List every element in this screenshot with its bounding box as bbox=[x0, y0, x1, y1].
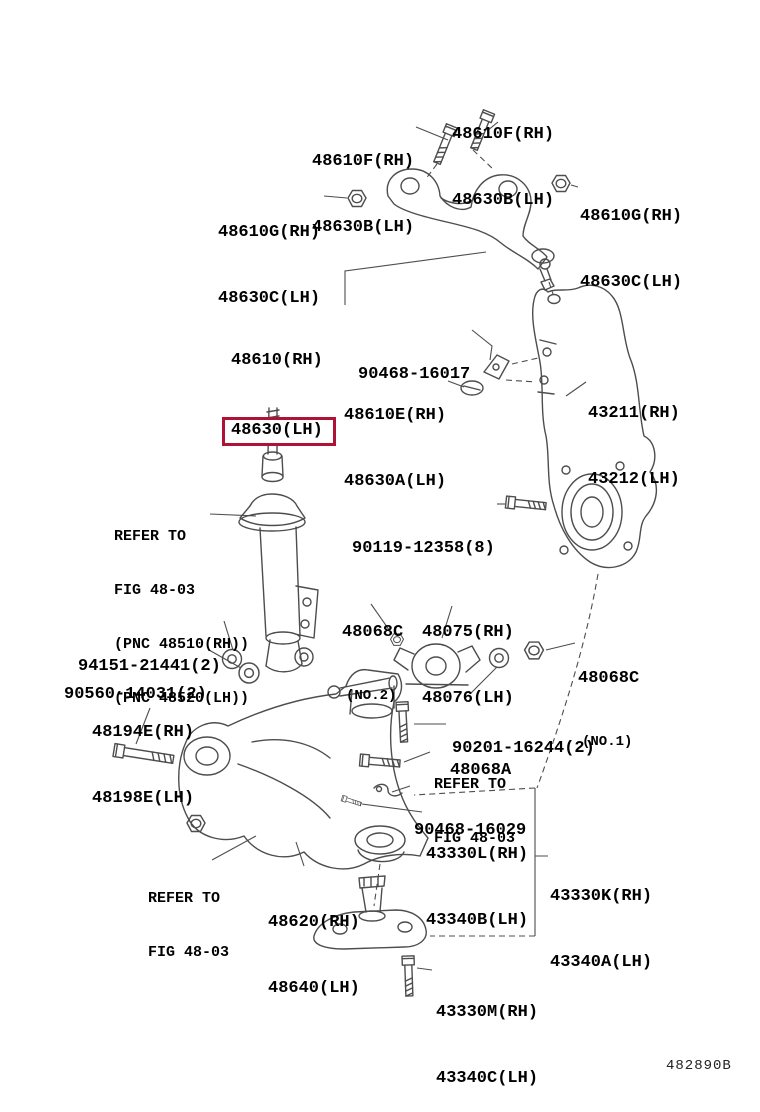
part-label-90560-14031[interactable]: 90560-14031(2) bbox=[64, 640, 207, 750]
note-line: FIG 48-03 bbox=[114, 582, 196, 599]
part-label-43330l-43340b[interactable]: 43330L(RH) 43340B(LH) bbox=[426, 800, 528, 976]
part-number: 48075(RH) bbox=[422, 623, 514, 642]
part-number: 48610E(RH) bbox=[344, 406, 447, 425]
note-refer-fig-48-03-mid: REFER TO FIG 48-03 bbox=[434, 740, 515, 884]
note-line: REFER TO bbox=[148, 890, 221, 907]
upper-control-arm-drawing bbox=[386, 168, 555, 291]
dashed-links bbox=[373, 149, 599, 937]
part-label-48610f-48630b-a[interactable]: 48610F(RH) 48630B(LH) bbox=[452, 80, 554, 256]
part-label-48075-48076[interactable]: 48075(RH) 48076(LH) bbox=[422, 578, 514, 754]
part-label-43330m-43340c[interactable]: 43330M(RH) 43340C(LH) bbox=[436, 958, 538, 1112]
part-number: 48630C(LH) bbox=[580, 273, 683, 292]
part-number: 43211(RH) bbox=[588, 404, 680, 423]
selected-part-highlight-box: 48630(LH) bbox=[222, 417, 336, 446]
lower-control-arm-drawing bbox=[178, 668, 429, 870]
part-label-90468-16029[interactable]: 90468-16029 bbox=[414, 776, 526, 886]
part-label-48620-48640[interactable]: 48620(RH) 48640(LH) bbox=[268, 868, 360, 1044]
note-line: FIG 48-03 bbox=[148, 944, 230, 961]
part-label-48194e-48198e[interactable]: 48194E(RH) 48198E(LH) bbox=[92, 678, 194, 854]
part-number: 90468-16017 bbox=[358, 365, 471, 384]
part-number: 48630B(LH) bbox=[452, 191, 555, 210]
part-number: 48068C bbox=[342, 623, 404, 642]
part-label-43211-43212[interactable]: 43211(RH) 43212(LH) bbox=[588, 359, 680, 535]
part-number: 48620(RH) bbox=[268, 913, 360, 932]
note-line: FIG 48-03 bbox=[434, 830, 516, 847]
part-number: 48610(RH) bbox=[231, 351, 323, 370]
part-number: 48640(LH) bbox=[268, 979, 360, 998]
part-number: 90468-16029 bbox=[414, 821, 527, 840]
part-label-48610f-48630b-b[interactable]: 48610F(RH) 48630B(LH) bbox=[312, 107, 414, 283]
note-refer-fig-48-03-strut: REFER TO FIG 48-03 (PNC 48510(RH)) (PNC … bbox=[114, 492, 249, 744]
part-number: 48630B(LH) bbox=[312, 218, 415, 237]
part-number: 48610G(RH) bbox=[580, 207, 683, 226]
part-number: 48610F(RH) bbox=[452, 125, 555, 144]
part-number: 90119-12358(8) bbox=[352, 539, 495, 558]
note-line: (PNC 48510(RH)) bbox=[114, 636, 250, 653]
part-number-qualifier: (NO.1) bbox=[582, 734, 633, 750]
part-number: 43340B(LH) bbox=[426, 911, 529, 930]
part-number: 48610G(RH) bbox=[218, 223, 321, 242]
part-label-48068c-no1[interactable]: 48068C (NO.1) bbox=[578, 624, 639, 795]
part-number: 43340A(LH) bbox=[550, 953, 653, 972]
leader-lines bbox=[135, 121, 587, 971]
strut-drawing bbox=[238, 407, 319, 673]
part-number: 43330K(RH) bbox=[550, 887, 653, 906]
part-label-90119-12358[interactable]: 90119-12358(8) bbox=[352, 494, 495, 604]
part-number-qualifier: (NO.2) bbox=[346, 688, 397, 704]
part-number: 48076(LH) bbox=[422, 689, 514, 708]
part-number: 48610F(RH) bbox=[312, 152, 415, 171]
part-number: 48068A bbox=[450, 761, 512, 780]
part-label-48068c-no2[interactable]: 48068C (NO.2) bbox=[342, 578, 403, 749]
note-line: REFER TO bbox=[434, 776, 507, 793]
part-label-48610e-48630a[interactable]: 48610E(RH) 48630A(LH) bbox=[344, 361, 446, 537]
lower-ball-joint-drawing bbox=[313, 875, 427, 950]
part-number: 94151-21441(2) bbox=[78, 657, 221, 676]
note-refer-fig-48-03-lower: REFER TO FIG 48-03 bbox=[148, 854, 229, 998]
bushing-bracket-drawing bbox=[393, 643, 481, 689]
part-label-43330k-43340a[interactable]: 43330K(RH) 43340A(LH) bbox=[550, 842, 652, 1018]
part-label-90201-16244[interactable]: 90201-16244(2) bbox=[452, 694, 595, 804]
part-label-48610-48630-selected[interactable]: 48610(RH) 48630(LH) bbox=[222, 306, 336, 490]
part-number: 43212(LH) bbox=[588, 470, 680, 489]
part-label-48610g-48630c-right[interactable]: 48610G(RH) 48630C(LH) bbox=[580, 162, 682, 338]
sensor-bracket-drawing bbox=[460, 354, 510, 396]
part-number: 48630C(LH) bbox=[218, 289, 321, 308]
part-number: 43340C(LH) bbox=[436, 1069, 539, 1088]
part-label-90468-16017[interactable]: 90468-16017 bbox=[358, 320, 470, 430]
part-number: 48630A(LH) bbox=[344, 472, 447, 491]
part-number: 48068C bbox=[578, 669, 640, 688]
part-number: 90201-16244(2) bbox=[452, 739, 595, 758]
part-number: 90560-14031(2) bbox=[64, 685, 207, 704]
part-number: 48194E(RH) bbox=[92, 723, 195, 742]
part-number: 43330L(RH) bbox=[426, 845, 529, 864]
part-label-48068a[interactable]: 48068A bbox=[450, 716, 511, 826]
note-line: (PNC 48520(LH)) bbox=[114, 690, 250, 707]
figure-code: 482890B bbox=[666, 1058, 732, 1074]
steering-knuckle-drawing bbox=[531, 284, 657, 569]
small-bolts-drawing bbox=[112, 700, 417, 997]
part-label-94151-21441[interactable]: 94151-21441(2) bbox=[78, 612, 221, 722]
knuckle-bolt-drawing bbox=[504, 495, 548, 513]
part-number: 43330M(RH) bbox=[436, 1003, 539, 1022]
part-label-48610g-48630c-left[interactable]: 48610G(RH) 48630C(LH) bbox=[218, 178, 320, 354]
part-number: 48198E(LH) bbox=[92, 789, 195, 808]
note-line: REFER TO bbox=[114, 528, 187, 545]
